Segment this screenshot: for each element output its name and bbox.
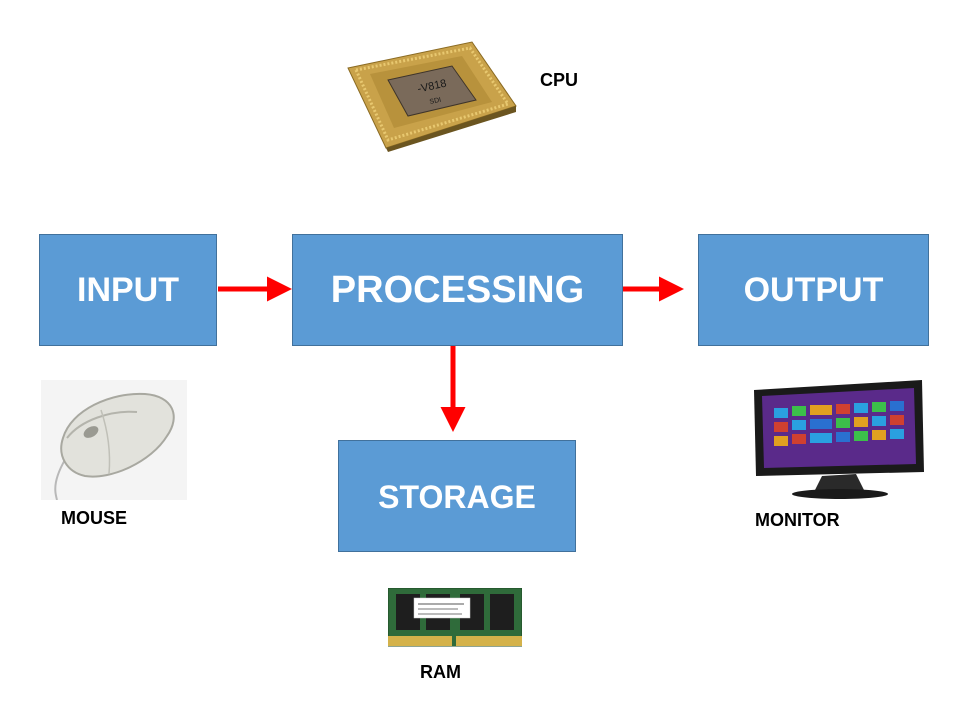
storage-box: STORAGE [338, 440, 576, 552]
processing-box: PROCESSING [292, 234, 623, 346]
storage-box-label: STORAGE [378, 479, 536, 515]
cpu-label: CPU [540, 70, 579, 90]
output-box: OUTPUT [698, 234, 929, 346]
input-box: INPUT [39, 234, 217, 346]
processing-box-label: PROCESSING [330, 269, 585, 311]
svg-text:SDI: SDI [429, 97, 442, 106]
cpu-chip-icon: -V818 SDI [347, 41, 517, 152]
mouse-label: MOUSE [61, 508, 128, 528]
ram-module-icon [388, 588, 522, 647]
mouse-icon [41, 380, 187, 500]
monitor-icon [754, 380, 924, 499]
svg-text:-V818: -V818 [416, 78, 447, 96]
output-box-label: OUTPUT [743, 271, 884, 309]
monitor-label: MONITOR [755, 510, 840, 530]
input-box-label: INPUT [77, 270, 179, 309]
ram-label: RAM [420, 662, 461, 682]
